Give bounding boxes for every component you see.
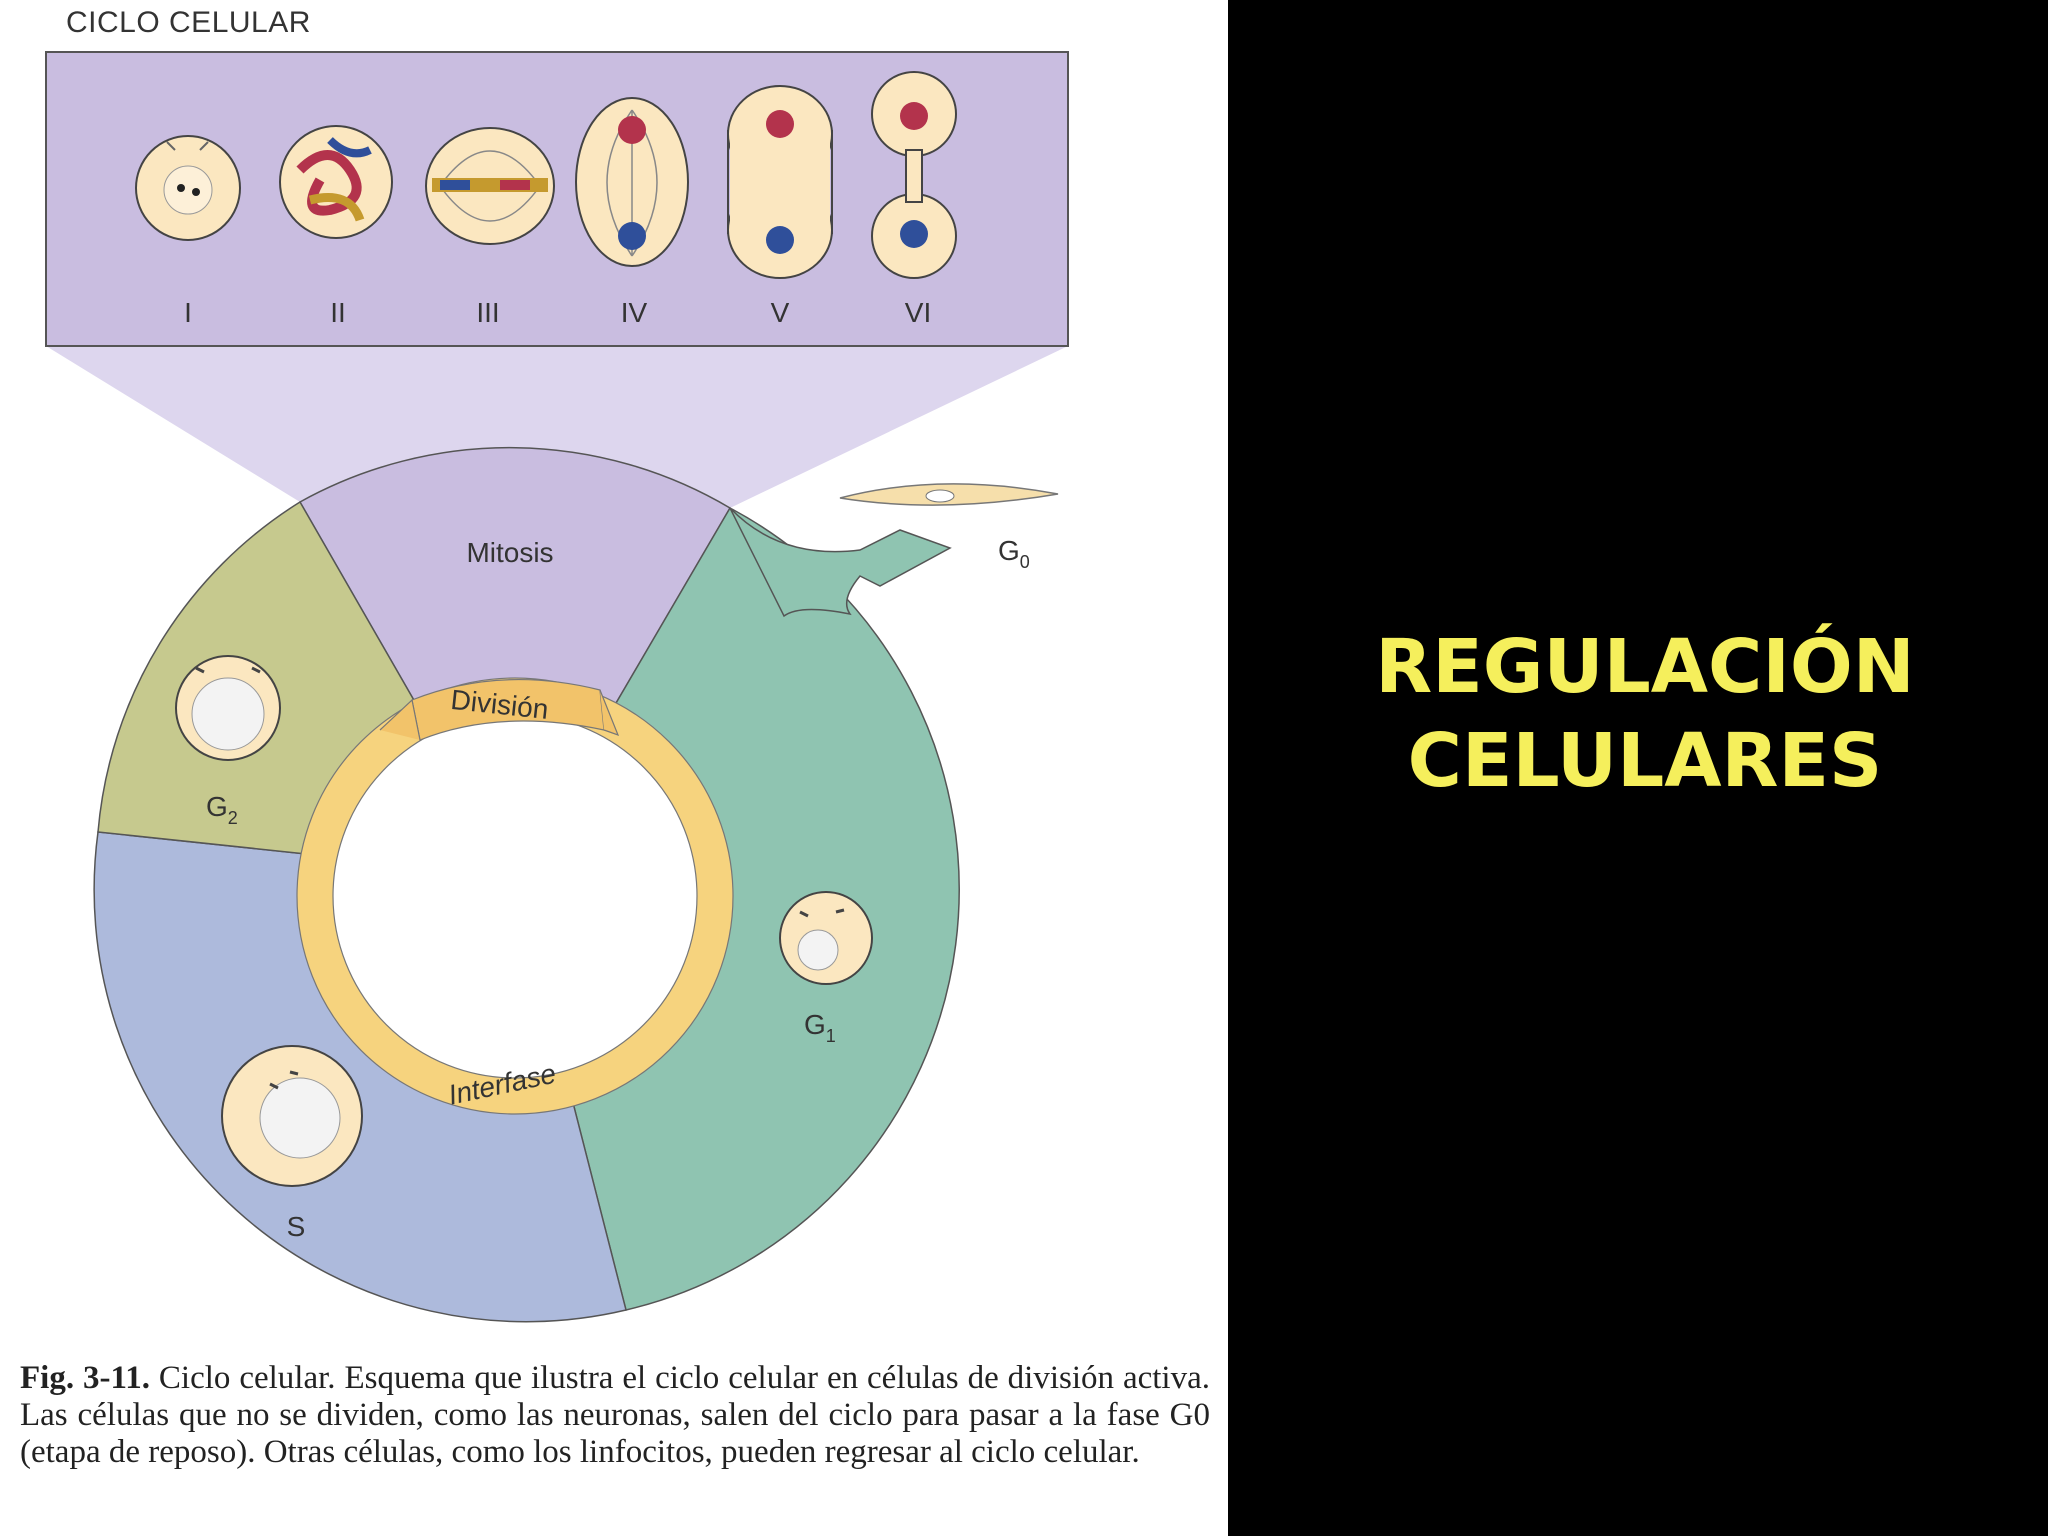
stage-label-4: IV bbox=[621, 297, 648, 328]
figure-caption: Fig. 3-11. Ciclo celular. Esquema que il… bbox=[20, 1360, 1210, 1471]
caption-text: Ciclo celular. Esquema que ilustra el ci… bbox=[20, 1360, 1210, 1470]
stage-label-2: II bbox=[330, 297, 346, 328]
stage-cell-3 bbox=[426, 128, 554, 244]
stage-cell-5 bbox=[728, 86, 832, 278]
stage-label-3: III bbox=[476, 297, 499, 328]
stage-cell-2 bbox=[280, 126, 392, 238]
stage-label-1: I bbox=[184, 297, 192, 328]
g2-cell bbox=[176, 656, 280, 760]
slide-title-line2: CELULARES bbox=[1260, 714, 2030, 808]
figure-panel: CICLO CELULAR bbox=[0, 0, 1228, 1536]
s-label: S bbox=[287, 1211, 306, 1242]
slide-title-line1: REGULACIÓN bbox=[1260, 620, 2030, 714]
s-cell bbox=[222, 1046, 362, 1186]
g1-cell bbox=[780, 892, 872, 984]
cell-cycle-diagram: I II III IV V VI División Interfase Mito… bbox=[0, 0, 1228, 1360]
g0-resting-cell bbox=[840, 484, 1058, 505]
stage-label-6: VI bbox=[905, 297, 931, 328]
mitosis-label: Mitosis bbox=[466, 537, 553, 568]
slide-title: REGULACIÓN CELULARES bbox=[1260, 620, 2030, 808]
stage-cell-4 bbox=[576, 98, 688, 266]
stage-label-5: V bbox=[771, 297, 790, 328]
caption-label: Fig. 3-11. bbox=[20, 1360, 150, 1396]
g0-label: G0 bbox=[998, 535, 1030, 572]
stage-cell-1 bbox=[136, 136, 240, 240]
